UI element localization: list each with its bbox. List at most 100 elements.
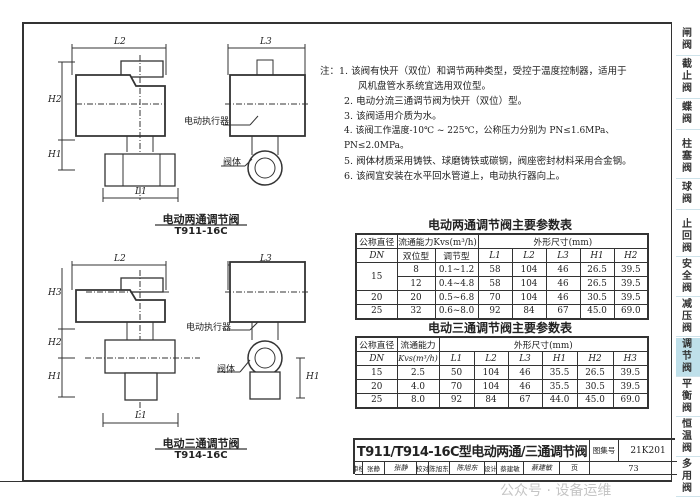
checker-name: 陈旭东 — [429, 462, 450, 475]
dim-h1-side: H1 — [306, 372, 320, 382]
cell: 39.5 — [612, 379, 649, 394]
cell: 8.0 — [396, 393, 440, 408]
designer-signature: 蔡建敏 — [524, 462, 560, 475]
cell: 45.0 — [576, 393, 614, 408]
sidebar-item-check-valve[interactable]: 止回阀 — [676, 218, 700, 257]
header-dn-sub: DN — [355, 248, 398, 263]
header-col: L2 — [473, 351, 509, 366]
header-col: L1 — [477, 248, 513, 263]
header-kvs: 流通能力Kvs(m³/h) — [396, 233, 479, 249]
dim-l2: L2 — [114, 37, 126, 47]
body-label: 阀体 — [217, 365, 236, 375]
cell: 0.6~8.0 — [434, 304, 479, 319]
dim-l3: L3 — [260, 37, 272, 47]
sidebar-item-butterfly-valve[interactable]: 蝶阀 — [676, 101, 700, 130]
sidebar-item-safety-valve[interactable]: 安全阀 — [676, 258, 700, 297]
cell: 104 — [511, 276, 547, 291]
check-label: 校对 — [417, 462, 429, 475]
cell: 67 — [545, 304, 581, 319]
cell: 4.0 — [396, 379, 440, 394]
cell: 25 — [355, 304, 398, 319]
drawing-title: T911/T914-16C型电动两通/三通调节阀 — [355, 440, 590, 462]
cell: 39.5 — [612, 365, 649, 380]
cell: 2.5 — [396, 365, 440, 380]
cell: 58 — [477, 276, 513, 291]
sidebar-item-gate-valve[interactable]: 闸阀 — [676, 27, 700, 56]
review-label: 审核 — [355, 462, 363, 475]
note-line: 4. 该阀工作温度-10℃ ~ 225℃，公称压力分别为 PN≤1.6MPa、P… — [344, 126, 615, 151]
atlas-label: 图集号 — [590, 440, 619, 462]
actuator-label: 电动执行器 — [184, 117, 230, 127]
sidebar-item-ball-valve[interactable]: 球阀 — [676, 181, 700, 210]
dim-h2: H2 — [48, 95, 62, 105]
two-way-caption: 电动两通调节阀 — [162, 213, 240, 226]
header-col: H1 — [579, 248, 615, 263]
header-col: H1 — [541, 351, 578, 366]
header-dn: 公称直径 — [355, 233, 398, 249]
sidebar-item-regulating-valve[interactable]: 调节阀 — [676, 338, 700, 377]
cell: 104 — [511, 290, 547, 305]
cell: 84 — [511, 304, 547, 319]
cell: 104 — [473, 379, 509, 394]
header-col: H2 — [613, 248, 649, 263]
notes-prefix: 注： — [320, 66, 340, 77]
header-col: L3 — [545, 248, 581, 263]
header-col: H2 — [576, 351, 614, 366]
title-block: T911/T914-16C型电动两通/三通调节阀 图集号 21K201 审核 张… — [353, 438, 677, 475]
bottom-rule — [0, 481, 672, 482]
sidebar-item-multipurpose-valve[interactable]: 多用阀 — [676, 458, 700, 497]
cell: 12 — [396, 276, 436, 291]
cell: 20 — [396, 290, 436, 305]
sidebar-item-plunger-valve[interactable]: 柱塞阀 — [676, 138, 700, 179]
header-col: L1 — [438, 351, 475, 366]
cell: 32 — [396, 304, 436, 319]
cell: 104 — [511, 262, 547, 277]
dim-h3: H3 — [48, 288, 62, 298]
cell: 46 — [545, 262, 581, 277]
design-label: 设计 — [485, 462, 497, 475]
atlas-number: 21K201 — [619, 440, 677, 462]
cell: 26.5 — [579, 276, 615, 291]
dim-h1: H1 — [48, 372, 62, 382]
header-size: 外形尺寸(mm) — [438, 336, 649, 352]
cell: 69.0 — [613, 304, 649, 319]
note-line: 5. 阀体材质采用铸铁、球磨铸铁或碳钢，阀座密封材料采用合金钢。 — [344, 156, 632, 167]
cell: 50 — [438, 365, 475, 380]
cell: 35.5 — [541, 379, 578, 394]
dim-l1: L1 — [135, 411, 147, 421]
cell: 35.5 — [541, 365, 578, 380]
header-size: 外形尺寸(mm) — [477, 233, 649, 249]
header-mod: 调节型 — [434, 248, 479, 263]
header-onoff: 双位型 — [396, 248, 436, 263]
three-way-front-view — [58, 261, 200, 427]
cell: 46 — [545, 290, 581, 305]
sidebar-item-thermostatic-valve[interactable]: 恒温阀 — [676, 418, 700, 457]
cell: 30.5 — [579, 290, 615, 305]
cell: 46 — [507, 365, 543, 380]
sidebar-item-globe-valve[interactable]: 截止阀 — [676, 58, 700, 99]
cell: 46 — [545, 276, 581, 291]
cell: 0.1~1.2 — [434, 262, 479, 277]
three-way-side-view — [217, 261, 310, 400]
header-dn-sub: DN — [355, 351, 398, 366]
page-label: 页 — [560, 462, 590, 475]
sidebar-index: 闸阀 截止阀 蝶阀 柱塞阀 球阀 止回阀 安全阀 减压阀 调节阀 平衡阀 恒温阀… — [676, 0, 700, 499]
actuator-label: 电动执行器 — [186, 323, 232, 333]
sidebar-item-pressure-reducing-valve[interactable]: 减压阀 — [676, 298, 700, 337]
header-kvs-sub: Kvs(m³/h) — [396, 351, 440, 366]
page-number: 73 — [590, 462, 677, 475]
dim-l1: L1 — [135, 187, 147, 197]
header-dn: 公称直径 — [355, 336, 398, 352]
dim-h2: H2 — [48, 338, 62, 348]
cell: 25 — [355, 393, 398, 408]
cell: 0.4~4.8 — [434, 276, 479, 291]
sidebar-item-balancing-valve[interactable]: 平衡阀 — [676, 378, 700, 417]
cell: 15 — [355, 262, 398, 291]
cell: 84 — [473, 393, 509, 408]
header-col: L3 — [507, 351, 543, 366]
